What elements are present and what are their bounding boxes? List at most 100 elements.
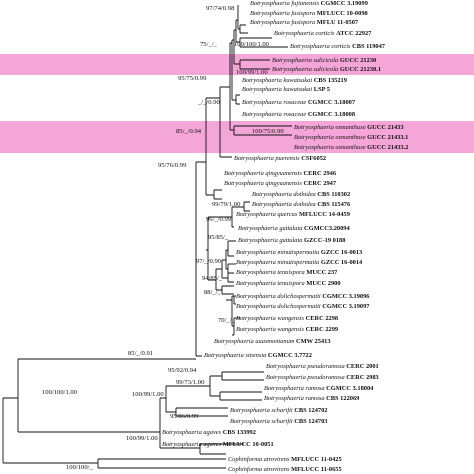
support-value: 100/99/1.00 [236, 69, 268, 76]
taxon-label: Botryosphaeria agaves MFLUCC 10-0051 [162, 441, 274, 448]
taxon-label: Botryosphaeria kuwatsukai CBS 135219 [242, 77, 347, 84]
taxon-label: Botryosphaeria ramosa CBS 122069 [264, 395, 359, 402]
taxon-name: Botryosphaeria wangensis [236, 326, 305, 333]
support-value: 95/85/_ [208, 234, 229, 241]
taxon-name: Botryosphaeria salicicola [272, 66, 338, 73]
taxon-strain: CBS 133992 [223, 429, 256, 436]
support-values: 97/74/0.98 100/100/1.00 75/_/_ 100/99/1.… [42, 5, 284, 471]
support-value: 100/100/1.00 [42, 389, 78, 396]
support-value: 100/100/1.00 [234, 41, 270, 48]
taxon-strain: MFLU 11-0507 [317, 19, 359, 26]
taxon-strain: CERC 2298 [306, 315, 339, 322]
support-value: 100/100/_ [66, 464, 93, 471]
taxon-label: Botryosphaeria rosaceae CGMCC 3.18008 [242, 111, 355, 118]
taxon-name: Botryosphaeria pseudoramosa [266, 363, 345, 370]
taxon-name: Botryosphaeria minutispermatia [236, 259, 319, 266]
highlight-band-salicicola [0, 54, 474, 75]
support-value: 96/_/0.99 [206, 216, 232, 223]
taxon-label: Botryosphaeria minutispermatia GZCC 16-0… [236, 259, 363, 266]
taxon-name: Botryosphaeria auasmontanum [214, 338, 295, 345]
taxon-name: Botryosphaeria ramosa [264, 395, 325, 402]
taxon-label: Botryosphaeria puerensis CSF6052 [234, 155, 326, 162]
taxon-name: Botryosphaeria tenuispora [236, 280, 305, 287]
taxon-label: Botryosphaeria corticis ATCC 22927 [274, 30, 372, 37]
taxon-name: Botryosphaeria fujianensis [250, 0, 320, 7]
taxon-label: Botryosphaeria agaves CBS 133992 [162, 429, 256, 436]
taxon-name: Botryosphaeria scharifii [230, 407, 293, 414]
taxon-strain: CERC 2983 [346, 374, 379, 381]
taxon-name: Botryosphaeria osmanthuse [294, 124, 366, 131]
taxon-label: Botryosphaeria salicicola GUCC 21230.1 [272, 66, 381, 73]
support-value: 94/85/_ [202, 275, 223, 282]
support-value: 100/99/1.00 [132, 391, 164, 398]
taxon-strain: MFLUCC 10-0051 [223, 441, 274, 448]
taxon-label: Botryosphaeria tenuispora MUCC 237 [236, 269, 338, 276]
taxon-strain: CSF6052 [301, 155, 326, 162]
taxon-label: Botryosphaeria salicicola GUCC 21230 [272, 57, 376, 64]
taxon-name: Botryosphaeria fusispora [250, 19, 315, 26]
taxon-label: Botryosphaeria dolichospermatii CGMCC 3.… [236, 293, 370, 300]
taxon-label: Botryosphaeria osmanthuse GUCC 21433.1 [294, 134, 408, 141]
taxon-label: Botryosphaeria qingyuanensis CERC 2947 [224, 180, 337, 187]
taxon-name: Botryosphaeria pseudoramosa [266, 374, 345, 381]
support-value: 99/79/1.00 [212, 201, 241, 208]
taxon-label: Botryosphaeria minutispermatia GZCC 16-0… [236, 249, 362, 256]
taxon-name: Botryosphaeria guttulata [238, 237, 302, 244]
taxon-strain: CMW 25413 [296, 338, 331, 345]
support-value: 85/_/0.91 [128, 350, 153, 357]
taxon-label: Botryosphaeria rosaceae CGMCC 3.18007 [242, 99, 356, 106]
taxon-strain: GZCC 16-0013 [321, 249, 362, 256]
taxon-strain: CGMCC 3.7722 [268, 352, 312, 359]
taxon-name: Botryosphaeria scharifii [230, 418, 293, 425]
taxon-label: Botryosphaeria sinensia CGMCC 3.7722 [204, 352, 312, 359]
taxon-label: Botryosphaeria auasmontanum CMW 25413 [214, 338, 331, 345]
taxon-strain: CGMCC 3.19096 [322, 293, 370, 300]
support-value: 88/_/_ [204, 289, 222, 296]
taxon-strain: GUCC 21433.2 [367, 144, 408, 151]
taxon-strain: CBS 119047 [352, 43, 386, 50]
taxon-name: Botryosphaeria agaves [162, 441, 222, 448]
taxon-name: Botryosphaeria dolichospermatii [236, 303, 321, 310]
taxon-name: Botryosphaeria dothidea [252, 191, 316, 198]
taxon-name: Botryosphaeria salicicola [272, 57, 338, 64]
taxon-strain: GUCC 21230.1 [340, 66, 381, 73]
taxon-name: Botryosphaeria quercus [236, 211, 298, 218]
taxon-name: Botryosphaeria ramosa [264, 385, 325, 392]
support-value: 95/92/0.94 [168, 367, 197, 374]
taxon-label: Botryosphaeria qingyuanensis CERC 2946 [224, 170, 337, 177]
taxon-label: Botryosphaeria osmanthuse GUCC 21433 [294, 124, 404, 131]
taxon-strain: CGMCC 3.19099 [321, 0, 368, 7]
support-value: 97/_/0.90 [196, 258, 222, 265]
taxon-label: Botryosphaeria wangensis CERC 2298 [236, 315, 338, 322]
taxon-strain: CGMCC 3.18007 [308, 99, 356, 106]
support-value: 95/75/0.99 [178, 75, 207, 82]
taxon-strain: CBS 135219 [314, 77, 347, 84]
taxon-label: Botryosphaeria corticis CBS 119047 [290, 43, 386, 50]
taxon-strain: MFLUCC 11-0425 [291, 456, 342, 463]
taxon-label: Botryosphaeria dolichospermatii CGMCC 3.… [236, 303, 370, 310]
taxon-strain: ATCC 22927 [336, 30, 372, 37]
taxon-labels: Botryosphaeria fujianensis CGMCC 3.19099… [162, 0, 408, 473]
taxon-name: Botryosphaeria puerensis [234, 155, 300, 162]
taxon-name: Botryosphaeria dolichospermatii [236, 293, 321, 300]
taxon-label: Cophinforma atrovirens MFLUCC 11-0425 [228, 456, 342, 463]
taxon-label: Botryosphaeria scharifii CBS 124703 [230, 418, 327, 425]
taxon-label: Botryosphaeria osmanthuse GUCC 21433.2 [294, 144, 408, 151]
taxon-name: Botryosphaeria dothidea [252, 201, 316, 208]
taxon-strain: MUCC 2900 [306, 280, 340, 287]
taxon-name: Botryosphaeria corticis [274, 30, 335, 37]
taxon-strain: MUCC 237 [306, 269, 338, 276]
taxon-label: Botryosphaeria pseudoramosa CERC 2001 [266, 363, 379, 370]
taxon-strain: CBS 124702 [294, 407, 327, 414]
taxon-name: Cophinforma atrovirens [228, 456, 290, 463]
taxon-name: Botryosphaeria minutispermatia [236, 249, 319, 256]
taxon-label: Botryosphaeria ramosa CGMCC 3.18004 [264, 385, 374, 392]
support-value: 70/_/_ [218, 317, 236, 324]
support-value: _/_/0.90 [197, 99, 220, 106]
taxon-label: Botryosphaeria guttulata GZCC-19 0188 [238, 237, 345, 244]
taxon-strain: CGMCC 3.18008 [308, 111, 355, 118]
taxon-strain: MFLUCC 14-0459 [299, 211, 350, 218]
taxon-strain: CERC 2946 [304, 170, 337, 177]
taxon-strain: MFLUCC 11-0655 [291, 466, 342, 473]
taxon-name: Botryosphaeria tenuispora [236, 269, 305, 276]
